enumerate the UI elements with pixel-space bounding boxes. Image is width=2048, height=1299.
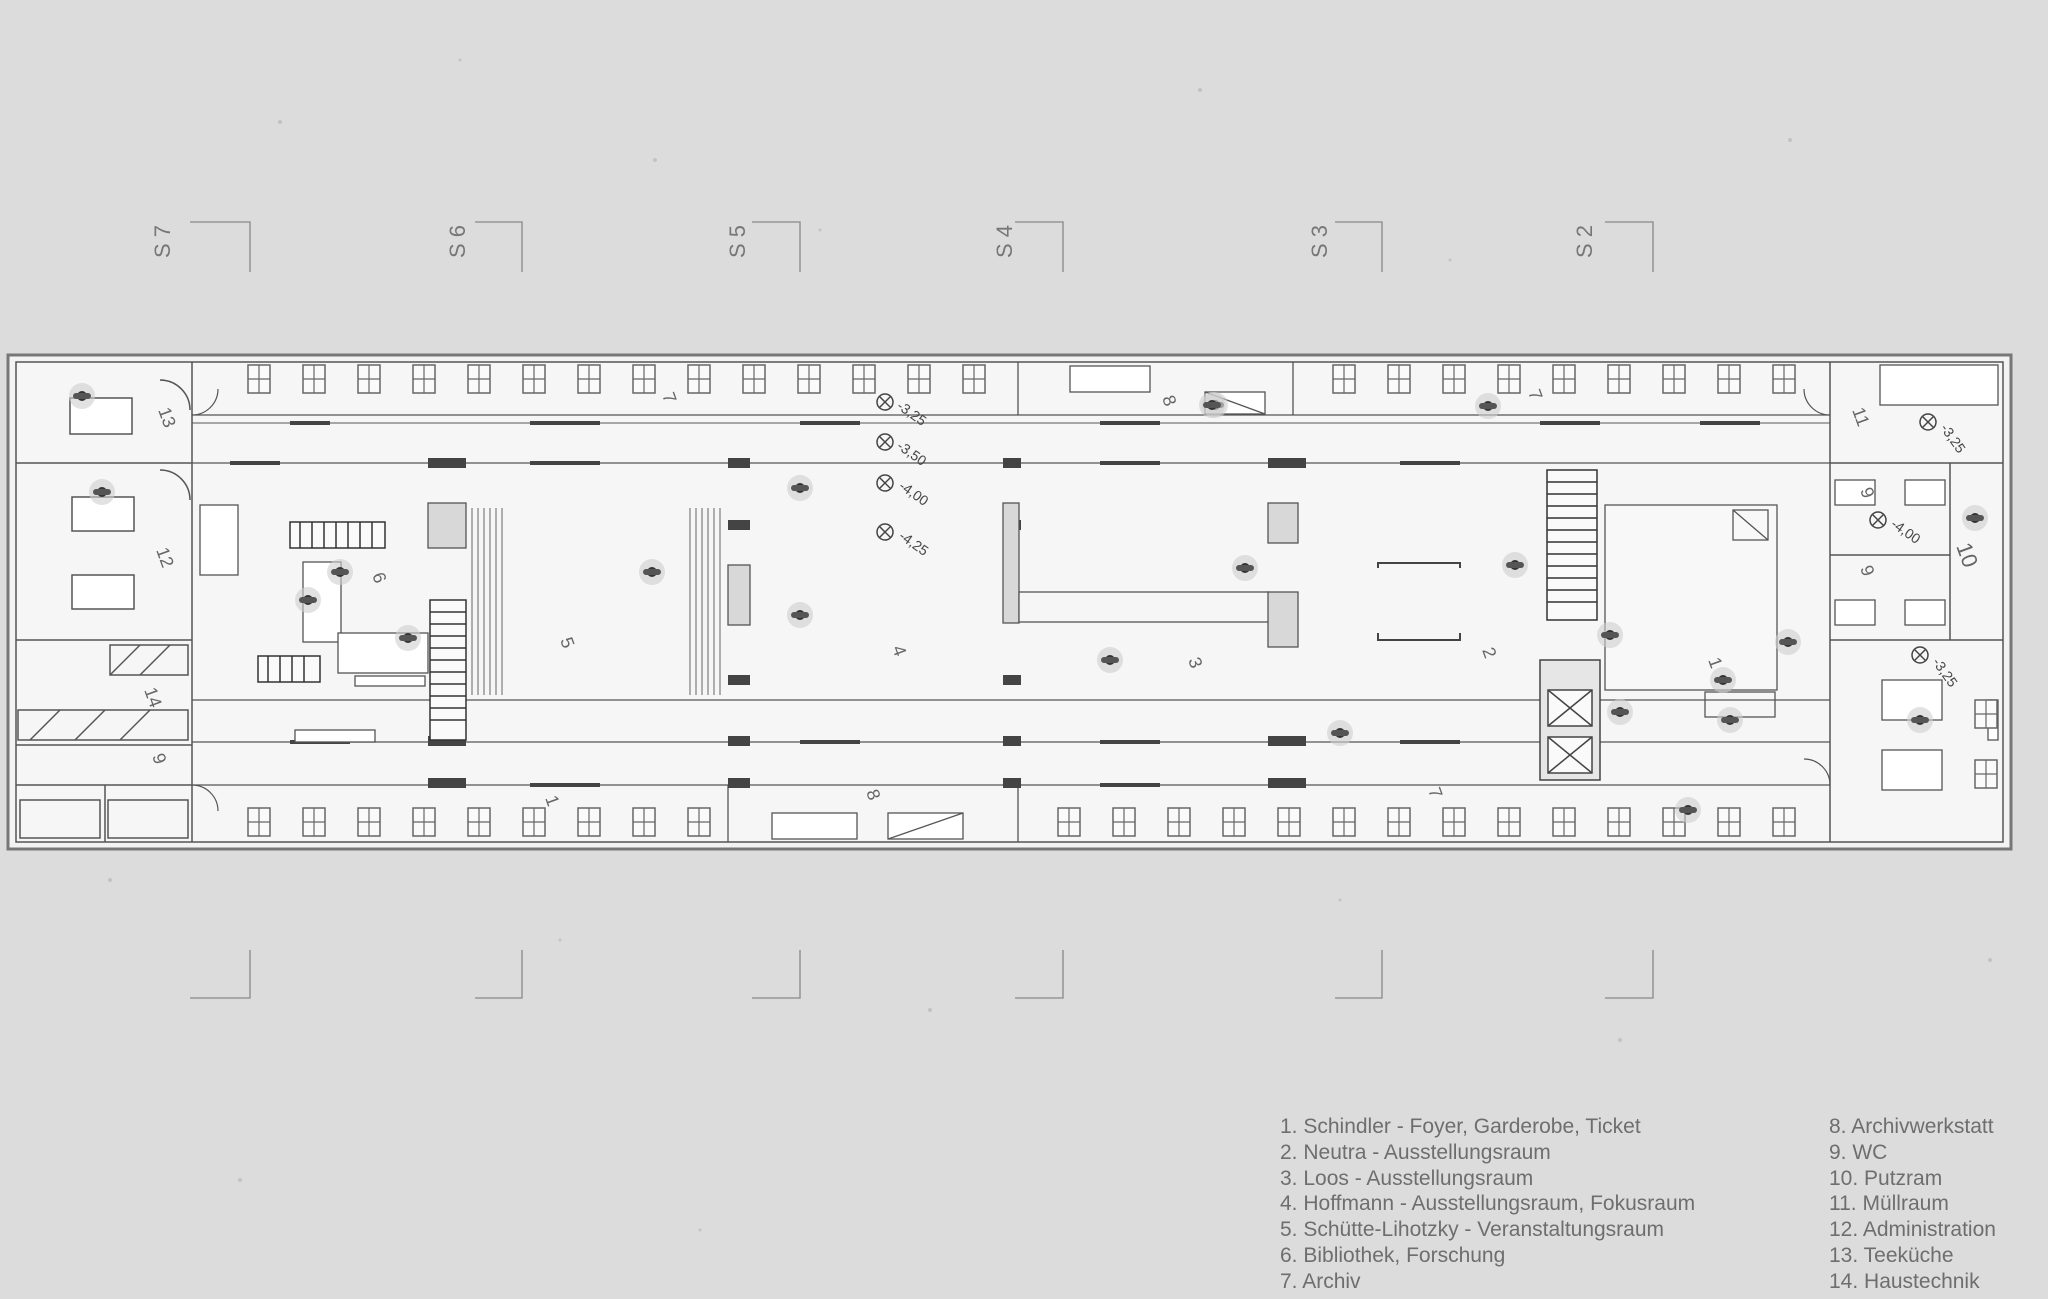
legend-item: 6. Bibliothek, Forschung [1280, 1243, 1506, 1267]
section-marker-s7: S 7 [150, 225, 175, 258]
legend-item: 10. Putzram [1829, 1166, 1943, 1190]
left-wing [16, 362, 193, 842]
section-marker-s2: S 2 [1572, 225, 1597, 258]
section-markers [190, 221, 1654, 999]
legend-item: 9. WC [1829, 1140, 1888, 1164]
section-marker-s3: S 3 [1307, 225, 1332, 258]
legend-item: 14. Haustechnik [1829, 1269, 1980, 1293]
legend-item: 3. Loos - Ausstellungsraum [1280, 1166, 1534, 1190]
legend-item: 12. Administration [1829, 1218, 1996, 1242]
legend-item: 1. Schindler - Foyer, Garderobe, Ticket [1280, 1115, 1641, 1138]
legend-item: 13. Teeküche [1829, 1243, 1954, 1267]
legend-item: 7. Archiv [1280, 1269, 1361, 1293]
legend-item: 8. Archivwerkstatt [1829, 1115, 1994, 1138]
section-marker-s5: S 5 [725, 225, 750, 258]
gallery-walls [191, 362, 2003, 842]
legend-left: 1. Schindler - Foyer, Garderobe, Ticket … [1280, 1114, 1695, 1295]
section-marker-s4: S 4 [992, 225, 1017, 258]
legend-item: 11. Müllraum [1829, 1192, 1949, 1216]
section-marker-s6: S 6 [445, 225, 470, 258]
legend-right: 8. Archivwerkstatt 9. WC 10. Putzram 11.… [1829, 1114, 1996, 1295]
legend-item: 5. Schütte-Lihotzky - Veranstaltungsraum [1280, 1218, 1665, 1242]
background-texture [108, 58, 1992, 1232]
legend-item: 2. Neutra - Ausstellungsraum [1280, 1140, 1551, 1164]
legend-item: 4. Hoffmann - Ausstellungsraum, Fokusrau… [1280, 1192, 1696, 1216]
